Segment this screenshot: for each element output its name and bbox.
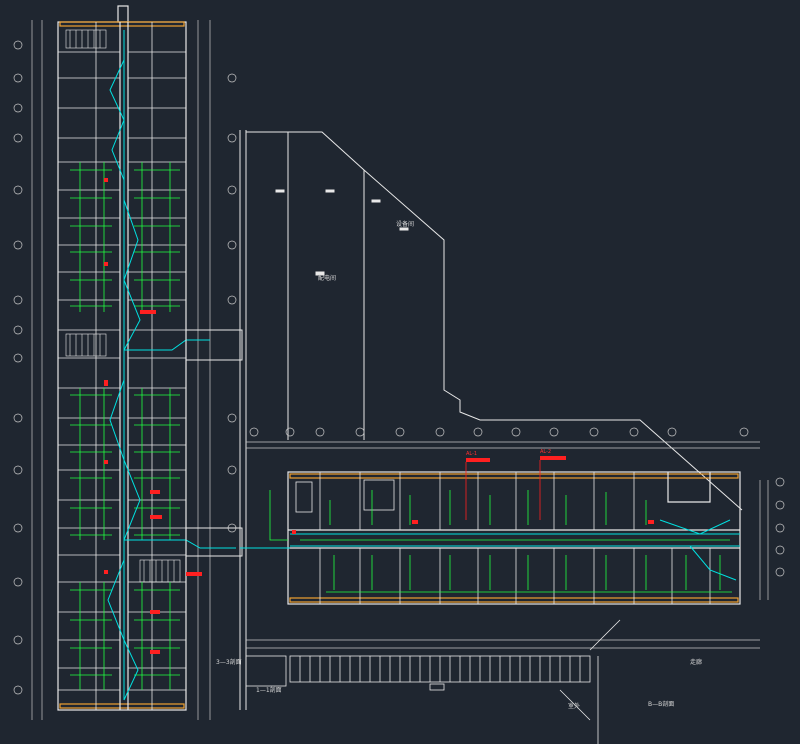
right-wing-conduit [240,519,740,581]
top-axis-grid [246,427,785,649]
label-corridor: 走廊 [690,658,702,666]
left-wing-red-tags [104,178,202,654]
label-left-section: 3—3剖面 [216,658,242,666]
right-wing-rooms [295,472,711,604]
connector [185,130,247,710]
right-wing-red-tags [292,456,654,534]
red-tag-1: AL-1 [466,451,477,457]
left-wing-wiring [70,162,180,690]
left-wing-walls [57,5,187,711]
left-wing-conduit [107,30,236,701]
stairwells [65,29,181,583]
label-bottom-note: 室外 [568,702,580,710]
label-room-a: 配电间 [318,274,336,282]
label-lobby-section: B—B剖面 [648,700,674,708]
red-tag-2: AL-2 [540,449,551,455]
bottom-canopy [245,619,621,744]
left-wing-rooms [58,22,186,710]
label-stair-section: 1—1剖面 [256,686,282,694]
right-wing-walls [287,471,741,605]
upper-lot [246,131,743,511]
left-axis-grid [13,20,237,720]
label-room-b: 设备间 [396,220,414,228]
right-wing-wiring [269,490,732,593]
